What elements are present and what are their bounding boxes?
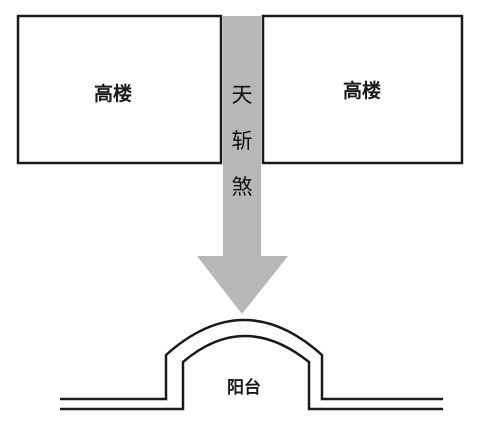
arrow-char-3: 煞 — [232, 175, 253, 199]
down-arrow — [197, 16, 288, 314]
balcony-inner-outline — [60, 334, 443, 411]
balcony-outer-outline — [60, 318, 443, 401]
arrow-char-2: 斩 — [232, 129, 253, 153]
arrow-char-1: 天 — [232, 83, 253, 107]
right-building-label: 高楼 — [343, 79, 381, 102]
balcony-label: 阳台 — [227, 377, 261, 398]
left-building-label: 高楼 — [94, 82, 132, 105]
left-building — [16, 14, 223, 165]
right-building — [261, 14, 464, 165]
